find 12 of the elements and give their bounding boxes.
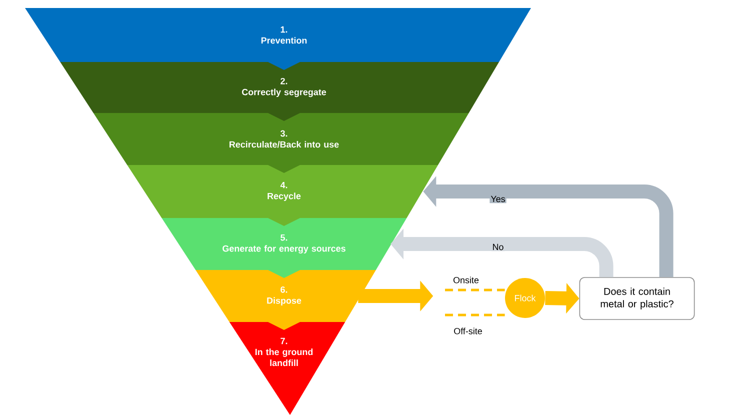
edge-label: No [493, 244, 504, 250]
decision-box: Does it contain metal or plastic? [579, 277, 695, 320]
edge-label: Yes [490, 196, 505, 202]
edge-label: Off-site [454, 328, 482, 334]
edge-label: Onsite [453, 276, 479, 284]
hierarchy-band: 4. Recycle [127, 165, 438, 226]
hierarchy-band: 1. Prevention [25, 8, 531, 70]
hierarchy-band: 7. In the ground landfill [229, 322, 346, 415]
hierarchy-band: 6. Dispose [196, 270, 376, 330]
hierarchy-band: 3. Recirculate/Back into use [93, 113, 469, 173]
hierarchy-band: 5. Generate for energy sources [162, 218, 407, 278]
hierarchy-band: 2. Correctly segregate [60, 62, 499, 121]
